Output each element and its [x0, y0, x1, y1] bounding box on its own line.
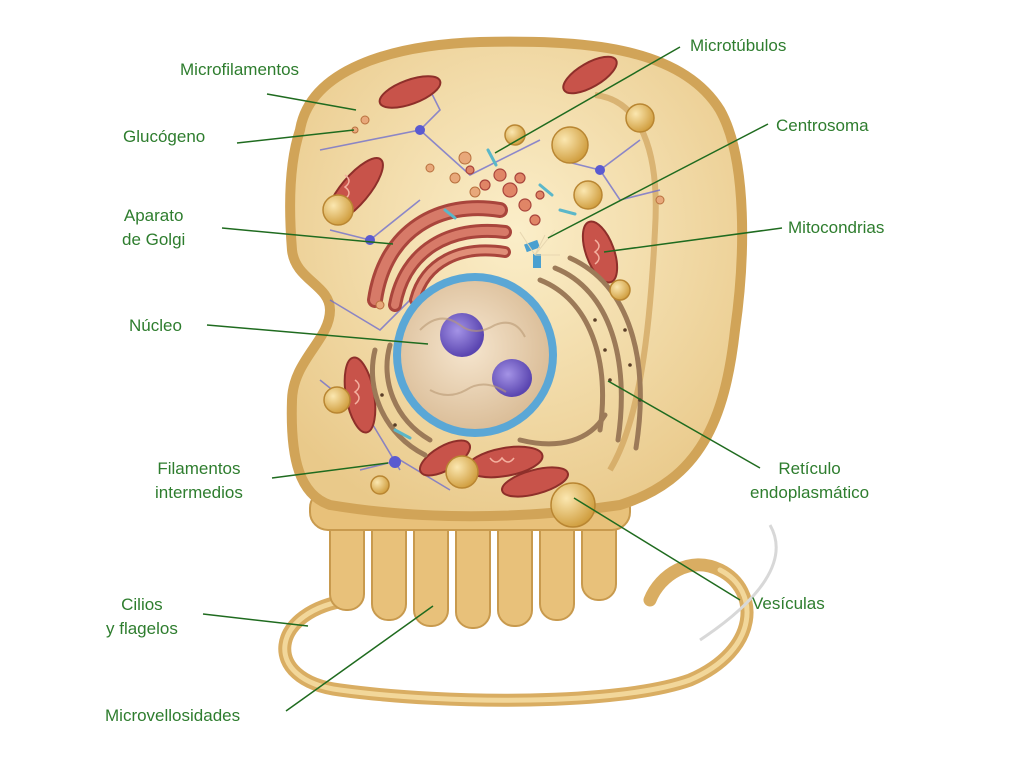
line-microvellosidades: [285, 605, 434, 712]
golgi-vesicles: [465, 165, 545, 226]
label-microtubulos: Microtúbulos: [690, 36, 787, 55]
label-glucogeno: Glucógeno: [123, 127, 206, 146]
nucleolus-1: [440, 313, 484, 357]
cell-membrane: [285, 36, 748, 522]
label-aparato-golgi: Aparato de Golgi: [122, 206, 186, 249]
label-reticulo-endoplasmatico: Retículo endoplasmático: [750, 459, 870, 502]
line-mitocondrias: [603, 227, 783, 253]
line-microtubulos: [494, 46, 681, 154]
line-vesiculas: [573, 497, 741, 601]
line-nucleo: [206, 324, 429, 345]
label-microvellosidades: Microvellosidades: [105, 706, 241, 725]
line-microfilamentos: [266, 93, 357, 111]
line-reticulo: [607, 380, 761, 469]
microtubules: [393, 148, 577, 440]
nucleus: [393, 273, 557, 437]
line-centrosoma: [547, 123, 769, 239]
label-centrosoma: Centrosoma: [776, 116, 869, 135]
endoplasmic-reticulum: [369, 255, 643, 458]
leader-lines: [202, 46, 783, 712]
label-filamentos-intermedios: Filamentos intermedios: [155, 459, 243, 502]
golgi-apparatus: [367, 200, 512, 312]
line-cilios: [202, 613, 309, 627]
label-cilios-flagelos: Cilios y flagelos: [106, 595, 178, 638]
vesicles: [322, 103, 655, 528]
flagellum-tail: [699, 524, 778, 642]
label-mitocondrias: Mitocondrias: [788, 218, 885, 237]
glycogen-granules: [351, 115, 665, 310]
label-vesiculas: Vesículas: [752, 594, 825, 613]
centrosome: [519, 229, 560, 268]
line-glucogeno: [236, 129, 355, 144]
label-nucleo: Núcleo: [129, 316, 182, 335]
nucleolus-2: [492, 359, 532, 397]
label-microfilamentos: Microfilamentos: [180, 60, 300, 79]
line-golgi: [221, 227, 394, 245]
flagellum-highlight: [282, 567, 750, 703]
line-filamentos: [271, 462, 389, 479]
